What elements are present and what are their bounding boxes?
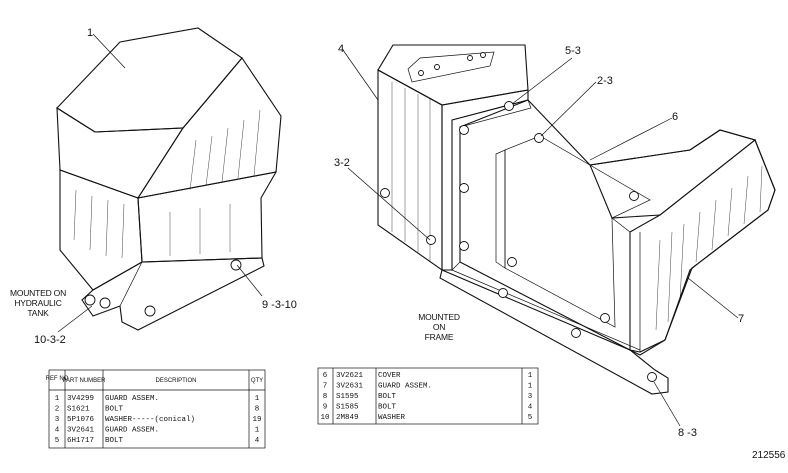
cell-ref: 8 bbox=[323, 393, 328, 401]
leader-9-3-10 bbox=[236, 264, 263, 297]
table-row: 4 3V2641 GUARD ASSEM. 1 bbox=[55, 427, 260, 435]
svg-text:MOUNTED ON: MOUNTED ON bbox=[10, 288, 66, 298]
cell-ref: 3 bbox=[55, 416, 60, 424]
cell-qty: 19 bbox=[252, 416, 261, 424]
cell-part: 3V2621 bbox=[336, 372, 364, 380]
cell-desc: COVER bbox=[378, 372, 401, 380]
cell-qty: 1 bbox=[255, 395, 260, 403]
cell-ref: 2 bbox=[55, 406, 60, 414]
cell-desc: WASHER-----(conical) bbox=[105, 416, 195, 424]
svg-text:ON: ON bbox=[433, 322, 445, 332]
cell-part: 2M849 bbox=[336, 414, 359, 422]
cell-desc: BOLT bbox=[105, 437, 124, 445]
cell-part: S1585 bbox=[336, 404, 359, 412]
leader-5-3 bbox=[511, 57, 573, 105]
bolt-3 bbox=[144, 305, 156, 317]
table-row: 1 3V4299 GUARD ASSEM. 1 bbox=[55, 395, 260, 403]
callout-5-3: 5-3 bbox=[565, 45, 581, 57]
cell-qty: 8 bbox=[255, 406, 260, 414]
cell-qty: 4 bbox=[528, 404, 533, 412]
leader-10-3-2 bbox=[57, 305, 93, 333]
header-part: PART NUMBER bbox=[62, 378, 106, 384]
header-ref: REF NO bbox=[46, 376, 69, 382]
cell-part: 3V2641 bbox=[67, 427, 95, 435]
cell-qty: 4 bbox=[255, 437, 260, 445]
cell-desc: GUARD ASSEM. bbox=[105, 427, 159, 435]
callout-9-3-10: 9 -3-10 bbox=[262, 299, 297, 311]
leader-7 bbox=[687, 277, 739, 319]
header-desc: DESCRIPTION bbox=[155, 378, 196, 384]
callout-4: 4 bbox=[338, 43, 344, 55]
callout-8-3: 8 -3 bbox=[678, 427, 697, 439]
cell-qty: 1 bbox=[255, 427, 260, 435]
cell-desc: BOLT bbox=[378, 393, 397, 401]
svg-text:HYDRAULIC: HYDRAULIC bbox=[14, 298, 61, 308]
callout-7: 7 bbox=[738, 313, 744, 325]
cell-part: S1621 bbox=[67, 406, 90, 414]
leader-4 bbox=[342, 49, 379, 101]
callout-6: 6 bbox=[672, 111, 678, 123]
note-mounted-hydraulic: MOUNTED ON HYDRAULIC TANK bbox=[10, 288, 66, 318]
cell-ref: 5 bbox=[55, 437, 60, 445]
cell-desc: BOLT bbox=[378, 404, 397, 412]
cell-qty: 1 bbox=[528, 383, 533, 391]
callout-3-2: 3-2 bbox=[334, 157, 350, 169]
cell-part: 3V4299 bbox=[67, 395, 94, 403]
table-row: 2 S1621 BOLT 8 bbox=[55, 406, 260, 414]
leader-2-3 bbox=[540, 81, 597, 137]
cell-part: S1595 bbox=[336, 393, 359, 401]
leader-3-2 bbox=[347, 167, 431, 241]
cell-desc: GUARD ASSEM. bbox=[105, 395, 159, 403]
table-row: 8 S1595 BOLT 3 bbox=[323, 393, 533, 401]
cell-part: 5P1076 bbox=[67, 416, 95, 424]
guard-assembly-right bbox=[377, 44, 776, 395]
cell-ref: 7 bbox=[323, 383, 328, 391]
cell-part: 3V2631 bbox=[336, 383, 364, 391]
bolt-1 bbox=[84, 294, 96, 306]
cell-ref: 4 bbox=[55, 427, 60, 435]
cell-ref: 6 bbox=[323, 372, 328, 380]
leader-1 bbox=[92, 33, 126, 69]
note-mounted-frame: MOUNTED ON FRAME bbox=[418, 312, 460, 342]
cell-desc: GUARD ASSEM. bbox=[378, 383, 432, 391]
bolt-4 bbox=[230, 259, 242, 271]
table-row: 10 2M849 WASHER 5 bbox=[320, 414, 532, 422]
table-row: 6 3V2621 COVER 1 bbox=[323, 372, 533, 380]
cell-desc: WASHER bbox=[378, 414, 406, 422]
cell-ref: 1 bbox=[55, 395, 60, 403]
svg-text:FRAME: FRAME bbox=[425, 332, 454, 342]
table-row: 9 S1585 BOLT 4 bbox=[323, 404, 533, 412]
cell-ref: 9 bbox=[323, 404, 328, 412]
callout-2-3: 2-3 bbox=[597, 75, 613, 87]
leader-6 bbox=[589, 117, 673, 161]
callout-10-3-2: 10-3-2 bbox=[34, 334, 66, 346]
cell-qty: 1 bbox=[528, 372, 533, 380]
table-row: 5 6H1717 BOLT 4 bbox=[55, 437, 260, 445]
leader-8-3 bbox=[653, 381, 681, 427]
cell-desc: BOLT bbox=[105, 406, 124, 414]
table-row: 3 5P1076 WASHER-----(conical) 19 bbox=[55, 416, 262, 424]
cell-part: 6H1717 bbox=[67, 437, 94, 445]
cell-qty: 5 bbox=[528, 414, 533, 422]
header-qty: QTY bbox=[251, 378, 263, 384]
svg-text:TANK: TANK bbox=[27, 308, 49, 318]
svg-text:MOUNTED: MOUNTED bbox=[418, 312, 460, 322]
figure-number: 212556 bbox=[752, 450, 786, 461]
table-row: 7 3V2631 GUARD ASSEM. 1 bbox=[323, 383, 533, 391]
bolt-2 bbox=[99, 297, 111, 309]
guard-assembly-left bbox=[56, 27, 282, 331]
parts-table-left: REF NO PART NUMBER DESCRIPTION QTY 1 3V42… bbox=[46, 369, 266, 449]
callout-1: 1 bbox=[87, 27, 93, 39]
cell-qty: 3 bbox=[528, 393, 533, 401]
cell-ref: 10 bbox=[320, 414, 330, 422]
